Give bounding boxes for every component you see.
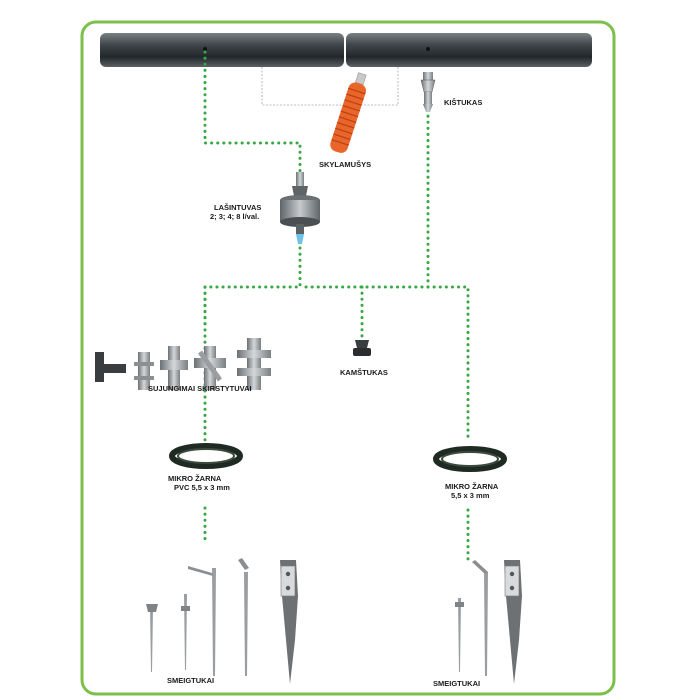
connectors-group-icon — [95, 338, 271, 390]
multi-connector-icon — [194, 346, 226, 390]
label-mikro-right-spec: 5,5 x 3 mm — [451, 491, 490, 500]
diagram-frame — [80, 20, 616, 696]
lasintuvas-dripper-icon — [280, 172, 320, 244]
kistukas-plug-icon — [420, 72, 436, 112]
flow-lines — [203, 50, 470, 562]
skylamusys-punch-icon — [330, 72, 367, 153]
label-smeigtukai-right: SMEIGTUKAI — [433, 679, 481, 688]
main-pipe-left — [100, 33, 344, 67]
stakes-left-icon — [146, 558, 298, 684]
label-lasintuvas-rates: 2; 3; 4; 8 l/val. — [210, 212, 260, 221]
kamstukas-plug-icon — [353, 340, 371, 356]
label-sujungimai: SUJUNGIMAI SKIRSTYTUVAI — [148, 384, 252, 393]
pipe-hole-right — [426, 47, 430, 51]
connector-guide — [261, 67, 399, 106]
label-kistukas: KIŠTUKAS — [444, 98, 483, 107]
label-skylamusys: SKYLAMUŠYS — [319, 160, 372, 169]
label-kamstukas: KAMŠTUKAS — [340, 368, 388, 377]
pipe-hole-left — [203, 47, 207, 51]
label-mikro-right-title: MIKRO ŽARNA — [445, 482, 499, 491]
distributor-icon — [237, 338, 271, 390]
label-mikro-left-title: MIKRO ŽARNA — [168, 474, 222, 483]
stakes-right-icon — [455, 560, 522, 684]
tee-connector-icon — [95, 352, 126, 382]
micro-hose-coil-left-icon — [169, 443, 243, 469]
main-pipe-right — [346, 33, 592, 67]
label-mikro-left-spec: PVC 5,5 x 3 mm — [174, 483, 230, 492]
label-lasintuvas-title: LAŠINTUVAS — [214, 203, 262, 212]
cross-connector-icon — [160, 346, 188, 390]
label-smeigtukai-left: SMEIGTUKAI — [167, 676, 215, 685]
micro-hose-coil-right-icon — [433, 446, 507, 472]
straight-connector-icon — [134, 352, 154, 390]
